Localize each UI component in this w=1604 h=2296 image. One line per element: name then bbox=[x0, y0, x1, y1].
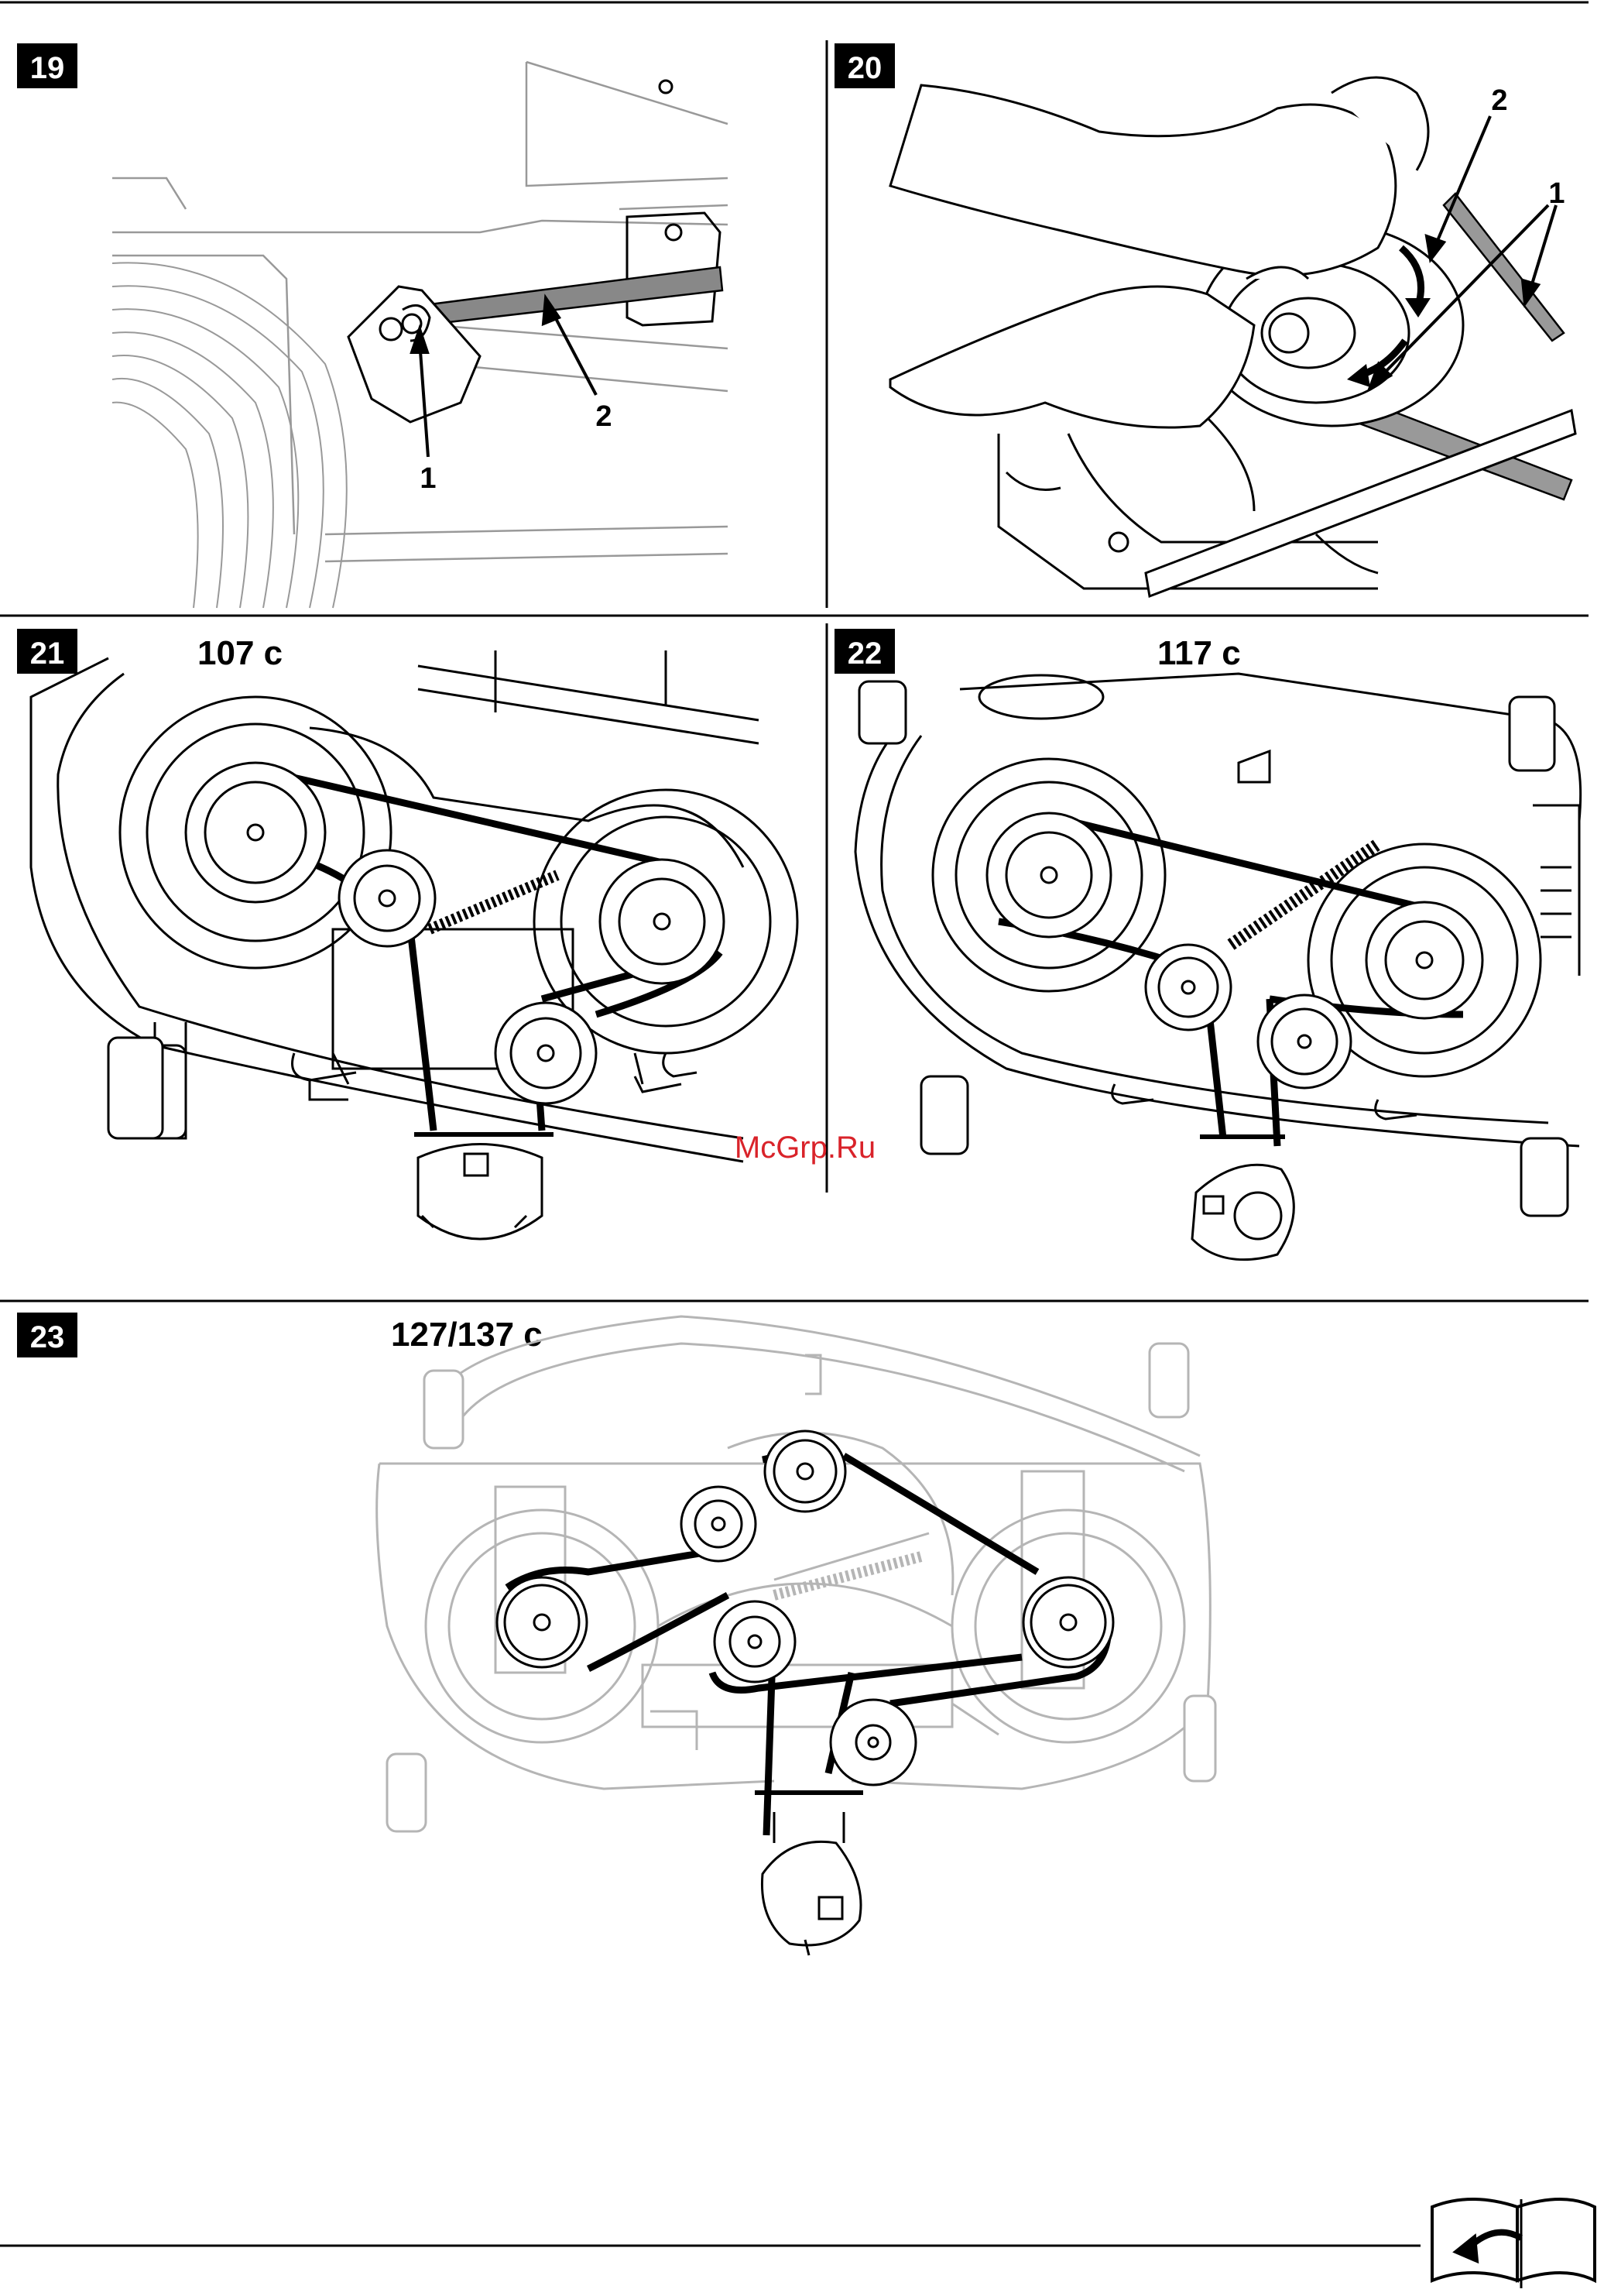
book-page-turn-icon bbox=[1432, 2199, 1595, 2288]
figure-number: 23 bbox=[30, 1320, 65, 1354]
figure-number: 20 bbox=[848, 51, 883, 85]
callout-1: 1 bbox=[420, 462, 436, 495]
figure-title: 117 c bbox=[1157, 634, 1241, 672]
callout-2: 2 bbox=[1491, 84, 1507, 117]
figure-22: 22 117 c bbox=[835, 629, 1581, 1260]
figure-21: 21 107 c bbox=[17, 629, 876, 1239]
figure-title: 127/137 c bbox=[391, 1316, 543, 1354]
callout-2: 2 bbox=[595, 400, 612, 433]
figure-number: 19 bbox=[30, 51, 65, 85]
figure-19: 19 bbox=[17, 43, 728, 608]
callout-1: 1 bbox=[1548, 177, 1565, 210]
figure-number: 22 bbox=[848, 637, 883, 671]
watermark: McGrp.Ru bbox=[735, 1131, 876, 1165]
figure-20: 20 bbox=[835, 43, 1575, 596]
figure-23: 23 127/137 c bbox=[17, 1313, 1215, 1955]
figure-title: 107 c bbox=[197, 634, 283, 672]
figure-number: 21 bbox=[30, 637, 65, 671]
